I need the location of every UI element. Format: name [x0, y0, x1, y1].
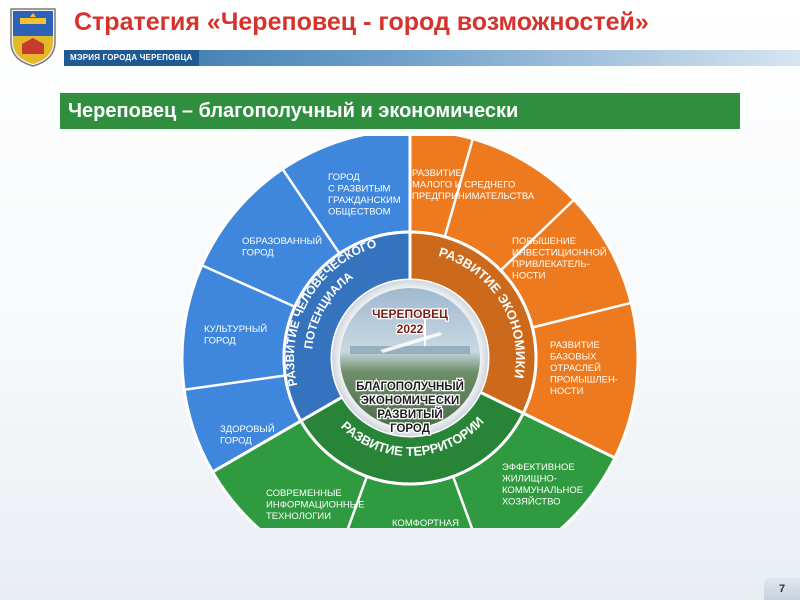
sector-item-line: ПРОМЫШЛЕН-: [550, 375, 618, 386]
center-circle: ЧЕРЕПОВЕЦ 2022 БЛАГОПОЛУЧНЫЙ ЭКОНОМИЧЕСК…: [332, 280, 488, 436]
center-caption-line: ЭКОНОМИЧЕСКИ: [361, 395, 460, 407]
city-crest-icon: [10, 8, 56, 67]
center-year: 2022: [397, 322, 424, 336]
sector-item-line: С РАЗВИТЫМ: [328, 184, 391, 195]
sector-item-line: РАЗВИТИЕ: [550, 340, 600, 351]
item-divider: [201, 264, 296, 308]
sector-item-line: КУЛЬТУРНЫЙ: [204, 323, 267, 335]
sector-item-line: ПОВЫШЕНИЕ: [512, 236, 576, 247]
sector-item-line: ГРАЖДАНСКИМ: [328, 195, 401, 206]
header-bar: [64, 50, 800, 66]
sector-item-line: СОВРЕМЕННЫЕ: [266, 488, 342, 499]
sector-item-line: ЭФФЕКТИВНОЕ: [502, 462, 575, 473]
header: Стратегия «Череповец - город возможносте…: [0, 0, 800, 72]
sector-item-line: БАЗОВЫХ: [550, 352, 597, 363]
item-divider: [531, 301, 632, 329]
subtitle: Череповец – благополучный и экономически: [68, 100, 519, 122]
ring-dividers: [184, 138, 632, 528]
strategy-wheel-diagram: ЧЕРЕПОВЕЦ 2022 БЛАГОПОЛУЧНЫЙ ЭКОНОМИЧЕСК…: [180, 136, 640, 528]
sector-item-line: ГОРОД: [328, 172, 360, 183]
sector-item-line: ОТРАСЛЕЙ: [550, 362, 601, 374]
sector-item-line: РАЗВИТИЕ: [412, 168, 462, 179]
subtitle-banner: Череповец – благополучный и экономически: [60, 93, 740, 129]
mayor-office-label: МЭРИЯ ГОРОДА ЧЕРЕПОВЦА: [64, 50, 199, 66]
page-number: 7: [764, 578, 800, 600]
city-photo: [340, 288, 480, 428]
sector-item-line: ОБРАЗОВАННЫЙ: [242, 235, 322, 247]
page-title: Стратегия «Череповец - город возможносте…: [74, 8, 649, 36]
sector-item-line: ТЕХНОЛОГИИ: [266, 511, 331, 522]
sector-item-line: КОМФОРТНАЯ: [392, 518, 459, 528]
sector-item-line: ЗДОРОВЫЙ: [220, 423, 275, 435]
sector-item-territory-1: КОМФОРТНАЯГОРОДСКАЯ СРЕДА: [392, 518, 485, 528]
sector-item-line: ГОРОД: [242, 248, 274, 259]
center-caption-line: РАЗВИТЫЙ: [377, 408, 442, 421]
center-caption-line: БЛАГОПОЛУЧНЫЙ: [356, 380, 464, 393]
sector-item-line: ГОРОД: [220, 436, 252, 447]
sector-item-line: ЖИЛИЩНО-: [502, 474, 557, 485]
item-divider: [451, 475, 474, 528]
sector-item-line: МАЛОГО И СРЕДНЕГО: [412, 180, 515, 191]
center-title-line: ЧЕРЕПОВЕЦ: [372, 307, 448, 321]
sector-item-line: ПРИВЛЕКАТЕЛЬ-: [512, 259, 590, 270]
sector-item-line: ИНВЕСТИЦИОННОЙ: [512, 247, 607, 259]
item-divider: [346, 475, 369, 528]
sector-item-line: ПРЕДПРИНИМАТЕЛЬСТВА: [412, 191, 535, 202]
center-caption-line: ГОРОД: [390, 423, 430, 435]
item-divider: [499, 198, 575, 272]
sector-item-line: НОСТИ: [550, 386, 584, 397]
sector-item-line: ИНФОРМАЦИОННЫЕ: [266, 500, 365, 511]
river-shape: [350, 346, 470, 354]
bridge-shape: [380, 332, 442, 353]
item-divider: [184, 374, 286, 391]
sector-item-line: ХОЗЯЙСТВО: [502, 496, 561, 508]
sector-item-line: КОММУНАЛЬНОЕ: [502, 485, 583, 496]
item-divider: [443, 138, 475, 238]
sector-item-line: ГОРОД: [204, 336, 236, 347]
sector-item-line: НОСТИ: [512, 271, 546, 282]
sector-item-line: ОБЩЕСТВОМ: [328, 207, 391, 218]
item-divider: [281, 168, 341, 255]
